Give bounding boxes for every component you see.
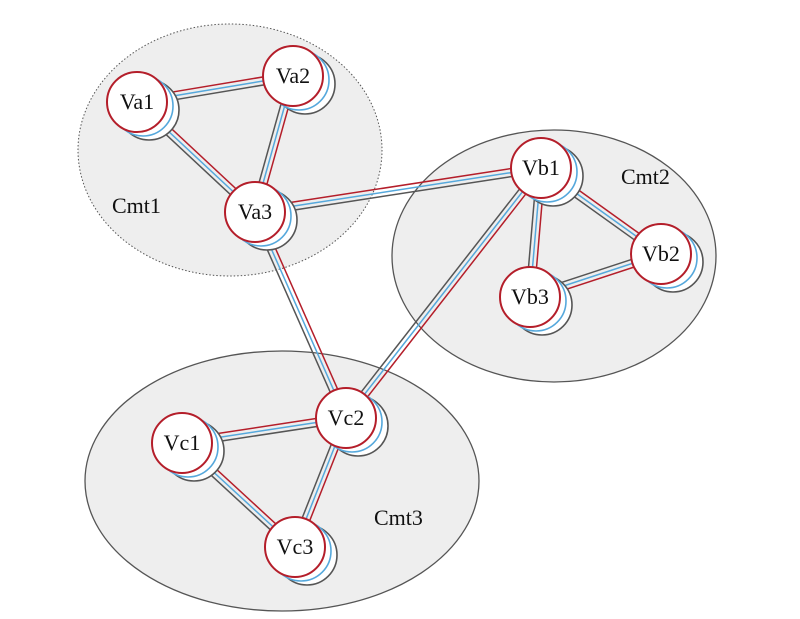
node-label-va1: Va1 xyxy=(120,89,154,114)
node-vc2-circle-front xyxy=(315,387,377,449)
node-vb3: Vb3 xyxy=(499,266,573,336)
node-vc3-circle-front xyxy=(264,516,326,578)
node-va3-circle-front xyxy=(224,181,286,243)
edge-va3-vb1-line-gray xyxy=(255,171,542,217)
edge-vb1-vc2-line-red xyxy=(348,169,545,421)
node-va2-circle-front xyxy=(262,45,324,107)
edge-vb1-vc2-line-blue xyxy=(345,167,542,419)
node-vb2: Vb2 xyxy=(630,223,704,293)
edge-va3-vb1-line-blue xyxy=(254,167,542,213)
community-cmt1 xyxy=(77,23,383,277)
community-label-cmt1: Cmt1 xyxy=(112,193,161,218)
community-label-cmt2: Cmt2 xyxy=(621,164,670,189)
node-vb1-circle-front xyxy=(510,137,572,199)
node-label-va2: Va2 xyxy=(276,63,310,88)
node-vb2-circle-front xyxy=(630,223,692,285)
node-vc1-circle-front xyxy=(151,412,213,474)
community-label-cmt3: Cmt3 xyxy=(374,505,423,530)
node-label-vb2: Vb2 xyxy=(642,241,680,266)
node-vc2: Vc2 xyxy=(315,387,389,457)
node-label-vb1: Vb1 xyxy=(522,155,560,180)
community-cmt2 xyxy=(391,129,717,383)
node-va1-circle-front xyxy=(106,71,168,133)
node-vc3: Vc3 xyxy=(264,516,338,586)
node-va1: Va1 xyxy=(106,71,180,141)
node-label-vc1: Vc1 xyxy=(164,430,201,455)
node-label-va3: Va3 xyxy=(238,199,272,224)
edge-va3-vb1-line-red xyxy=(254,163,541,209)
node-va2: Va2 xyxy=(262,45,336,115)
node-va3: Va3 xyxy=(224,181,298,251)
node-label-vc2: Vc2 xyxy=(328,405,365,430)
node-label-vb3: Vb3 xyxy=(511,284,549,309)
edge-vb1-vc2-line-gray xyxy=(342,165,539,417)
node-vc1: Vc1 xyxy=(151,412,225,482)
node-vb1: Vb1 xyxy=(510,137,584,207)
node-vb3-circle-front xyxy=(499,266,561,328)
node-label-vc3: Vc3 xyxy=(277,534,314,559)
